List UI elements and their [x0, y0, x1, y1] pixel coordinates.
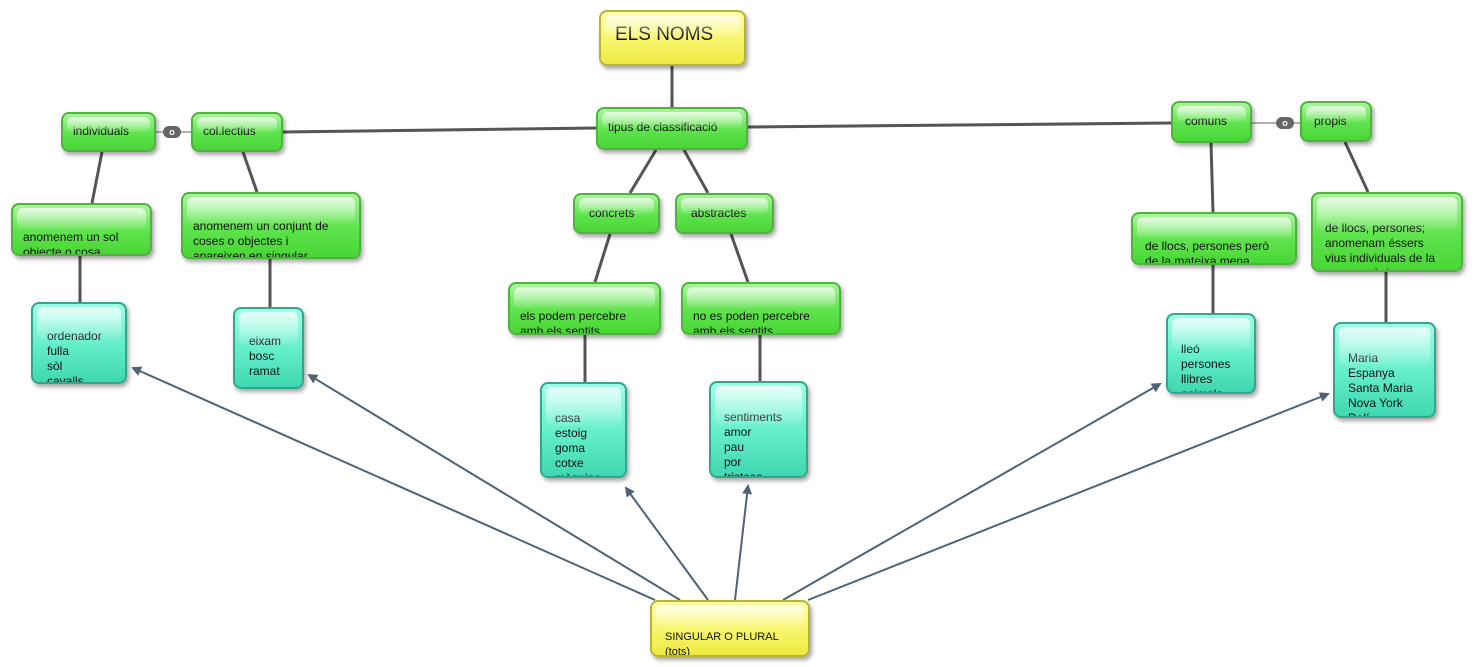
- link-classification-collectius: [282, 126, 597, 134]
- link-abstractes-definition: [729, 233, 750, 283]
- concrets-examples-node[interactable]: casa estoig goma cotxe màquina: [540, 382, 627, 478]
- title-text: ELS NOMS: [615, 24, 714, 45]
- link-propis-definition: [1343, 141, 1370, 193]
- link-classification-concrets: [628, 149, 658, 194]
- collectius-node[interactable]: col.lectius: [191, 112, 283, 152]
- abstractes-definition: no es poden percebre amb els sentits: [693, 309, 810, 335]
- arrow-to-comuns-examples: [782, 383, 1162, 601]
- comuns-node[interactable]: comuns: [1171, 101, 1252, 143]
- arrow-to-collectius-examples: [307, 373, 681, 601]
- propis-definition: de llocs, persones; anomenam éssers vius…: [1325, 221, 1436, 270]
- classification-node[interactable]: tipus de classificació: [596, 107, 748, 150]
- propis-node[interactable]: propis: [1300, 101, 1372, 142]
- concrets-label: concrets: [589, 206, 635, 220]
- individuals-examples: ordenador fulla sòl cavalls: [47, 329, 102, 384]
- collectius-label: col.lectius: [203, 124, 256, 138]
- collectius-examples-node[interactable]: eixam bosc ramat: [233, 307, 304, 389]
- or-badge-right: o: [1276, 117, 1294, 129]
- classification-text: tipus de classificació: [608, 120, 718, 134]
- abstractes-definition-node[interactable]: no es poden percebre amb els sentits: [681, 282, 841, 335]
- concrets-definition-node[interactable]: els podem percebre amb els sentits: [508, 282, 661, 335]
- propis-examples: Maria Espanya Santa Maria Nova York Dalí: [1348, 351, 1413, 418]
- abstractes-node[interactable]: abstractes: [675, 193, 774, 234]
- collectius-examples: eixam bosc ramat: [249, 334, 282, 378]
- comuns-definition-node[interactable]: de llocs, persones però de la mateixa me…: [1131, 212, 1297, 265]
- link-collectius-definition: [241, 151, 259, 193]
- abstractes-examples: sentiments amor pau por tristesa: [724, 410, 783, 478]
- link-concrets-definition: [593, 233, 612, 283]
- arrow-to-individuals-examples: [131, 366, 656, 601]
- comuns-examples: lleó persones llibres animals: [1181, 342, 1231, 394]
- individuals-examples-node[interactable]: ordenador fulla sòl cavalls: [31, 302, 127, 384]
- link-classification-comuns: [747, 121, 1172, 129]
- arrow-to-concrets-examples: [624, 486, 709, 601]
- arrows: [131, 366, 1330, 601]
- individuals-definition-node[interactable]: anomenem un sol objecte o cosa: [11, 203, 152, 256]
- individuals-label: individuals: [73, 124, 130, 138]
- singular-plural-text: SINGULAR O PLURAL (tots): [665, 631, 779, 657]
- individuals-definition: anomenem un sol objecte o cosa: [23, 230, 119, 256]
- propis-examples-node[interactable]: Maria Espanya Santa Maria Nova York Dalí: [1333, 322, 1436, 418]
- collectius-definition: anomenem un conjunt de coses o objectes …: [193, 219, 329, 259]
- hierarchy-links: [78, 66, 1388, 382]
- comuns-examples-node[interactable]: lleó persones llibres animals: [1166, 313, 1256, 394]
- link-individuals-definition: [90, 151, 104, 204]
- propis-label: propis: [1314, 114, 1347, 128]
- abstractes-examples-node[interactable]: sentiments amor pau por tristesa: [709, 381, 808, 478]
- link-classification-abstractes: [682, 149, 710, 194]
- individuals-node[interactable]: individuals: [61, 112, 156, 152]
- collectius-definition-node[interactable]: anomenem un conjunt de coses o objectes …: [181, 192, 361, 259]
- concrets-definition: els podem percebre amb els sentits: [520, 309, 627, 335]
- abstractes-label: abstractes: [691, 206, 747, 220]
- comuns-label: comuns: [1185, 114, 1228, 128]
- concrets-examples: casa estoig goma cotxe màquina: [555, 411, 602, 478]
- comuns-definition: de llocs, persones però de la mateixa me…: [1145, 239, 1270, 265]
- singular-plural-node[interactable]: SINGULAR O PLURAL (tots): [650, 600, 810, 657]
- title-node[interactable]: ELS NOMS: [599, 10, 746, 66]
- arrow-to-abstractes-examples: [734, 484, 753, 601]
- or-badge-left: o: [163, 126, 181, 138]
- propis-definition-node[interactable]: de llocs, persones; anomenam éssers vius…: [1311, 192, 1463, 272]
- link-comuns-definition: [1209, 142, 1215, 213]
- arrow-to-propis-examples: [807, 392, 1330, 601]
- concrets-node[interactable]: concrets: [573, 193, 660, 234]
